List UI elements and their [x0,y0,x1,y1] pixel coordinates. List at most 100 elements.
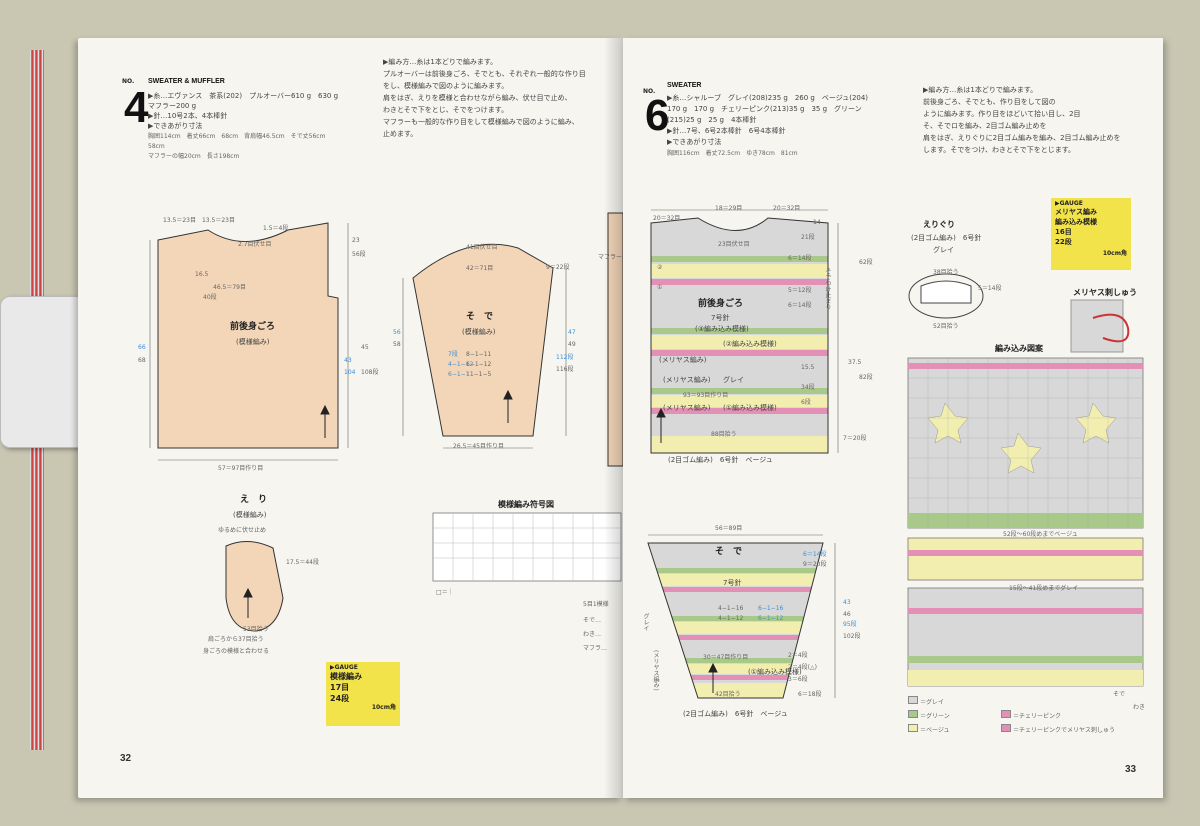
body-piece-label: 前後身ごろ [230,322,276,332]
body-right-dim: 23 [352,237,360,244]
neckline-inner [920,280,972,304]
right-page: NO. 6 SWEATER ▶糸…シャルーブ グレイ(208)235 g 260… [623,38,1163,798]
sleeve-increase: 6−1−12 [466,361,492,368]
collar-title: え り [240,495,268,505]
gauge-line: 22段 [1055,238,1072,246]
left-diagrams-svg [149,212,624,632]
direction-arrows [243,389,513,618]
stitch-chart-note: マフラ… [583,645,608,652]
neckline-pickup: 52目拾う [933,323,959,330]
sleeve-pattern: (①編み込み模様) [748,668,802,676]
method-line: 前後身ごろ、そでとも、作り目をして図の [923,98,1056,106]
materials-line: 胸囲116cm 着丈72.5cm ゆき78cm 81cm [667,150,798,157]
sleeve-gray: グレイ [642,613,649,631]
body-side-dim: 14 [813,219,821,226]
pattern-number: 4 [124,83,149,132]
gauge-box: ▶GAUGE メリヤス編み 編み込み模様 16目 22段 10cm角 [1051,198,1131,270]
materials-line: 170 g 170 g チェリーピンク(213)35 g 35 g グリーン [667,105,862,113]
page-number-right: 33 [1125,764,1137,775]
legend-green: ＝グリーン [908,710,950,721]
sleeve-piece-label: そ で [715,547,743,557]
colorwork-note: そで [1113,691,1126,698]
body-tag: ② [657,264,663,271]
sleeve-increase: 8−1−11 [466,351,492,358]
gauge-tag: ▶GAUGE [1055,200,1083,207]
muffler-label: マフラー [598,254,623,261]
body-stockinette: (メリヤス編み) [663,404,711,412]
sleeve-top: 41目伏せ目 [466,244,498,251]
legend-beige: ＝ベージュ [908,724,949,735]
sleeve-increase: 6−1−1 [448,371,470,378]
body-stockinette: (メリヤス編み) [659,356,707,364]
body-piece-sub: (模様編み) [236,338,270,346]
method-line: プルオーバーは前後身ごろ、そでとも、それぞれ一般的な作り目 [383,70,586,78]
method-line: 肩をはぎ、えりぐりに2目ゴム編みを編み、2目ゴム編み止めを [923,134,1121,142]
body-neck-rows: 1.5＝4段 [263,225,289,232]
body-row: 6＝14段 [788,302,812,309]
collar-note: ゆるめに伏せ止め [218,527,267,534]
materials-line: (215)25 g 25 g 4本棒針 [667,116,757,124]
stitch-chart-note: 5目1模様 [583,601,609,608]
method-line: ▶編み方…糸は1本どりで編みます。 [383,58,498,66]
colorwork-note: 15段〜41段めまでグレイ [1009,585,1079,592]
gauge-line: メリヤス編み [1055,208,1097,216]
method-line: そ、そでロを編み、2目ゴム編み止めを [923,122,1047,130]
body-piece-outline [650,217,829,454]
body-row: 37.5 [848,359,862,366]
direction-arrows [656,407,718,693]
sleeve-row: 6＝18段 [798,691,822,698]
gauge-line: 17目 [330,683,350,692]
sleeve-increase: 7段 [448,351,458,358]
legend-gray: ＝グレイ [908,696,944,707]
page-number-left: 32 [120,753,132,764]
legend-swatch-icon [908,710,918,718]
sleeve-cast-on: 30＝47目作り目 [703,654,749,661]
collar-pickup: 身ごろの模様と合わせる [203,648,270,655]
sleeve-piece-sub: (模様編み) [462,328,496,336]
gauge-line: 24段 [330,694,350,703]
body-shoulder: 21段 [801,234,815,241]
body-neck: 23目伏せ目 [718,241,750,248]
legend-swatch-icon [1001,710,1011,718]
pattern-no-label: NO. [643,88,656,95]
gauge-line: 10cm角 [1102,250,1127,257]
sleeve-increase: 6−1−16 [758,605,784,612]
open-book: NO. 4 SWEATER & MUFFLER ▶糸…エヴァンス 茶系(202)… [38,38,1173,808]
body-row: 62段 [859,259,873,266]
pattern-title: SWEATER [667,82,702,89]
sleeve-row: 6＝14段 [803,551,827,558]
body-stripes [651,218,828,453]
body-piece-shape [157,222,339,449]
materials-line: ▶糸…エヴァンス 茶系(202) プルオーバー610 g 630 g [148,92,339,100]
body-row: 34段 [801,384,815,391]
stitch-chart-legend: □＝｜ [436,589,454,596]
sleeve-mid: 42＝71目 [466,265,494,272]
body-pattern-3: (①編み込み模様) [723,404,777,412]
collar-note: 17.5＝44段 [286,559,319,566]
body-top-dim: 20＝32目 [653,215,681,222]
sleeve-row: 95段 [843,621,857,628]
body-piece-label: 前後身ごろ [698,299,744,309]
materials-line: 58cm [148,143,165,150]
body-shoulder: 16.5 [195,271,209,278]
sleeve-cast-on: 26.5＝45目作り目 [453,443,504,450]
body-row: 5＝12段 [788,287,812,294]
method-line: します。そでをつけ、わきとそで下をとじます。 [923,146,1076,154]
body-right-dim: 45 [361,344,369,351]
left-page: NO. 4 SWEATER & MUFFLER ▶糸…エヴァンス 茶系(202)… [78,38,624,798]
body-right-dim: 56段 [352,251,366,258]
gauge-box: ▶GAUGE 模様編み 17目 24段 10cm角 [326,662,400,726]
colorwork-note: 52段〜60段めまでベージュ [1003,531,1078,538]
dimension-lines [648,209,839,698]
sleeve-rows: 116段 [556,366,574,373]
legend-swatch-icon [908,696,918,704]
materials-line: マフラーの幅20cm 長さ198cm [148,153,240,160]
body-sleeve-attach: そでつけ止まり [824,268,831,310]
body-shoulder: 6＝14段 [788,255,812,262]
body-row: 15.5 [801,364,815,371]
sleeve-increase: 4−1−12 [718,615,744,622]
method-line: マフラーも一般的な作り目をして模様編みで図のように編み、 [383,118,579,126]
materials-line: ▶できあがり寸法 [148,122,203,130]
body-length-b: 68 [138,357,146,364]
